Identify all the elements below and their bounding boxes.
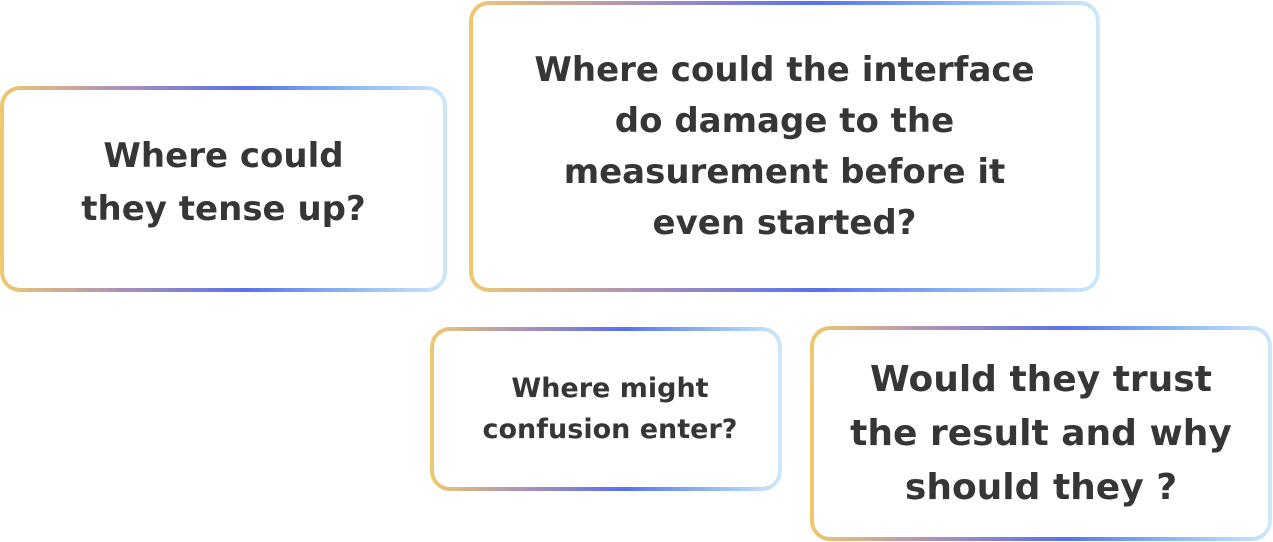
question-text: Where could they tense up? (81, 136, 366, 229)
question-text: Where might confusion enter? (482, 373, 738, 445)
question-card-interface-damage: Where could the interface do damage to t… (469, 1, 1100, 292)
question-card-confusion: Where might confusion enter? (430, 327, 782, 491)
question-text: Where could the interface do damage to t… (534, 49, 1035, 243)
question-card-trust-result: Would they trust the result and why shou… (810, 326, 1272, 541)
question-card-tense-up: Where could they tense up? (0, 86, 447, 292)
question-text: Would they trust the result and why shou… (850, 358, 1232, 508)
